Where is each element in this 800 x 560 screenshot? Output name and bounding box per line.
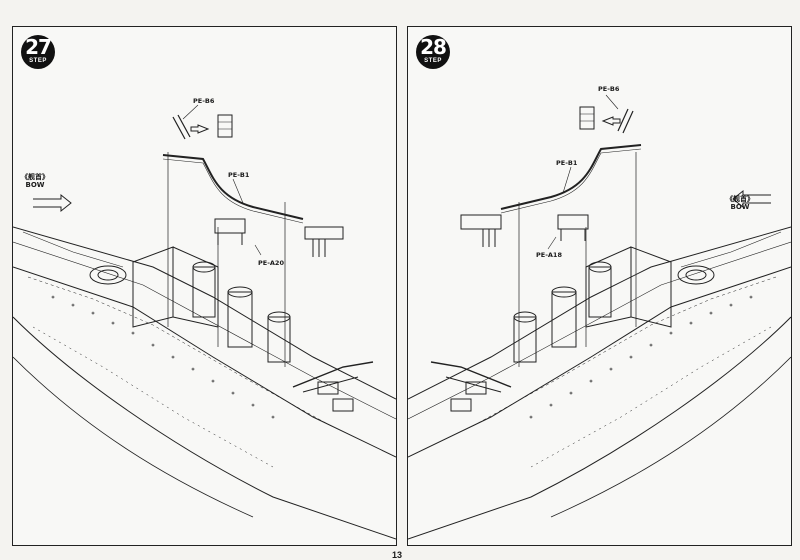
bow-label: 《舰首》 BOW <box>21 173 49 189</box>
bow-label-en: BOW <box>25 181 45 189</box>
step-27-drawing <box>13 104 396 540</box>
step-28-drawing <box>408 94 791 540</box>
step-number: 28 <box>420 35 447 59</box>
step-27-badge: 27 STEP <box>21 35 55 69</box>
bow-label: 《舰首》 BOW <box>726 195 754 211</box>
part-label-pe-a20: PE-A20 <box>258 259 284 267</box>
bow-label-en: BOW <box>730 203 750 211</box>
page-number: 13 <box>392 550 403 560</box>
part-label-pe-b1: PE-B1 <box>556 159 578 167</box>
bow-label-cn: 《舰首》 <box>726 195 754 203</box>
step-28-panel: 28 STEP PE-B6 PE-B1 PE-A18 《舰首》 BOW <box>407 26 792 546</box>
step-27-panel: 27 STEP PE-B6 PE-B1 PE-A20 《舰首》 BOW <box>12 26 397 546</box>
step-28-badge: 28 STEP <box>416 35 450 69</box>
step-word: STEP <box>29 58 47 64</box>
part-label-pe-b1: PE-B1 <box>228 171 250 179</box>
bow-label-cn: 《舰首》 <box>21 173 49 181</box>
part-label-pe-a18: PE-A18 <box>536 251 562 259</box>
part-label-pe-b6: PE-B6 <box>598 85 620 93</box>
step-number: 27 <box>25 35 52 59</box>
step-word: STEP <box>424 58 442 64</box>
part-label-pe-b6: PE-B6 <box>193 97 215 105</box>
